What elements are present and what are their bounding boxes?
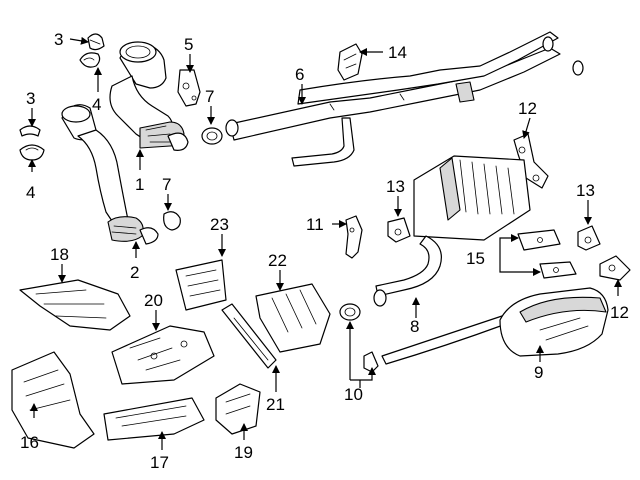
part-14-sensor xyxy=(337,43,363,81)
part-17-heat-shield xyxy=(103,397,205,441)
callout-1: 1 xyxy=(135,175,144,194)
callout-13-right: 13 xyxy=(576,181,595,200)
callout-2: 2 xyxy=(130,263,139,282)
callout-8: 8 xyxy=(410,317,419,336)
part-13-hanger-right xyxy=(577,225,601,251)
part-5-bracket xyxy=(177,69,201,107)
part-19-heat-shield xyxy=(215,383,261,435)
part-3-clamp-upper xyxy=(87,33,105,51)
callout-19: 19 xyxy=(234,443,253,462)
callout-18: 18 xyxy=(50,245,69,264)
callout-3-lower: 3 xyxy=(26,89,35,108)
part-2-front-pipe xyxy=(61,104,159,245)
callout-22: 22 xyxy=(268,251,287,270)
callout-13-left: 13 xyxy=(386,177,405,196)
part-10-clamp-lower xyxy=(363,351,379,373)
part-11-hanger-bracket xyxy=(345,215,363,259)
part-9-rear-silencer xyxy=(381,287,609,365)
callout-7-lower: 7 xyxy=(162,175,171,194)
callout-23: 23 xyxy=(210,215,229,234)
callout-21: 21 xyxy=(266,395,285,414)
callout-11: 11 xyxy=(306,215,324,234)
part-18-heat-shield xyxy=(19,279,131,331)
part-21-heat-shield-strip xyxy=(221,303,277,369)
callout-7-upper: 7 xyxy=(205,87,214,106)
callout-3-upper: 3 xyxy=(54,30,63,49)
callout-6: 6 xyxy=(295,65,304,84)
part-20-heat-shield xyxy=(111,325,215,385)
rear-muffler-center xyxy=(413,155,531,241)
callout-16: 16 xyxy=(20,433,39,452)
part-4-gasket-lower xyxy=(19,144,45,161)
callout-15: 15 xyxy=(466,249,485,268)
part-23-heat-shield xyxy=(175,259,227,311)
callout-10: 10 xyxy=(344,385,363,404)
part-13-hanger-left xyxy=(387,217,411,243)
callout-17: 17 xyxy=(150,453,169,472)
callout-labels: 3 4 5 7 14 6 3 4 1 7 2 12 13 13 11 15 18… xyxy=(20,30,629,472)
callout-4-upper: 4 xyxy=(92,95,101,114)
part-15-bracket-upper xyxy=(517,229,561,251)
part-6-intermediate-pipe xyxy=(225,31,584,167)
callout-20: 20 xyxy=(144,291,163,310)
callout-14: 14 xyxy=(388,43,407,62)
part-1-catalytic-converter xyxy=(109,41,189,151)
part-22-heat-shield xyxy=(255,283,331,353)
part-7-clamp-lower xyxy=(163,211,181,231)
part-15-bracket-lower xyxy=(539,261,577,279)
callout-4-lower: 4 xyxy=(26,183,35,202)
part-8-tail-pipe xyxy=(373,235,442,307)
part-3-clamp-lower xyxy=(19,125,41,137)
callout-12-upper: 12 xyxy=(518,99,537,118)
callout-5: 5 xyxy=(184,35,193,54)
part-10-clamp-upper xyxy=(339,303,361,321)
part-7-clamp-upper xyxy=(201,127,223,145)
part-4-gasket-upper xyxy=(79,52,101,68)
part-12-bracket-lower xyxy=(599,255,631,281)
callout-9: 9 xyxy=(534,363,543,382)
callout-12-lower: 12 xyxy=(610,303,629,322)
leader-lines xyxy=(28,36,622,450)
